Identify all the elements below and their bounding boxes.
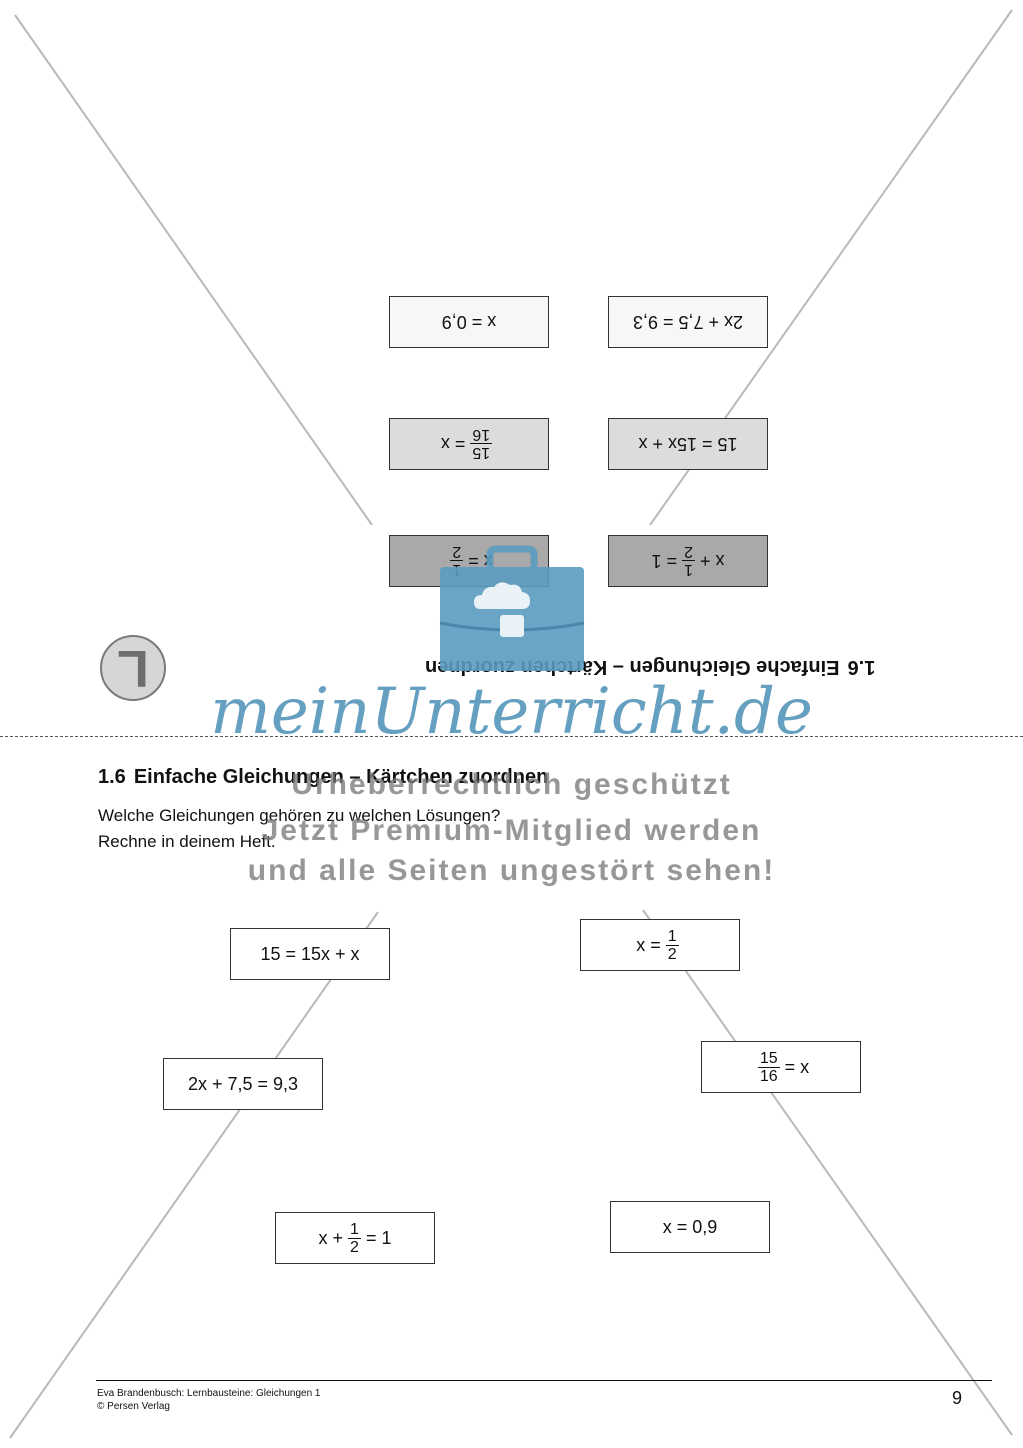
instruction-line: Rechne in deinem Heft. [98, 832, 276, 851]
briefcase-cloud-icon [439, 545, 585, 671]
footer-publisher: © Persen Verlag [97, 1401, 170, 1412]
worksheet-title: 1.6 Einfache Gleichungen – Kärtchen zuord… [98, 766, 548, 789]
page-number: 9 [952, 1388, 963, 1408]
dashed-cut-line [0, 736, 1023, 737]
watermark-line: Jetzt Premium-Mitglied werden [261, 814, 762, 847]
worksheet-title-text: Einfache Gleichungen – Kärtchen zuordnen [133, 766, 549, 788]
instruction-line: Welche Gleichungen gehören zu welchen Lö… [98, 806, 501, 825]
solution-card: 15 = 15x + x [608, 418, 768, 470]
equation-card: 15 = 15x + x [230, 928, 390, 980]
watermark-line: und alle Seiten ungestört sehen! [247, 854, 776, 887]
watermark-brand: meinUnterricht.de [210, 675, 813, 749]
equation-card: 2x + 7,5 = 9,3 [163, 1058, 323, 1110]
watermark-line: Urheberrechtlich geschützt [291, 768, 732, 801]
footer-rule [96, 1380, 992, 1381]
solution-card: x = 0,9 [610, 1201, 770, 1253]
worksheet-title-number: 1.6 [98, 766, 126, 788]
solution-card: 2x + 7,5 = 9,3 [608, 296, 768, 348]
footer-author: Eva Brandenbusch: Lernbausteine: Gleichu… [97, 1388, 321, 1399]
solution-card: x = 0,9 [389, 296, 549, 348]
